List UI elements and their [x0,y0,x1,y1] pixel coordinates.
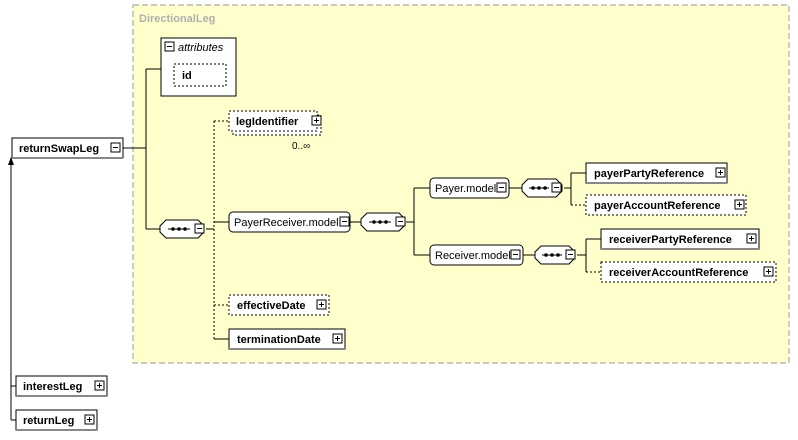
receiverAccountReference-label: receiverAccountReference [609,267,748,279]
root-label: returnSwapLeg [19,143,99,155]
receiverPartyReference-label: receiverPartyReference [609,234,732,246]
group-PayerReceiver-model[interactable]: PayerReceiver.model [228,211,351,233]
Receiver-model-label: Receiver.model [435,250,511,262]
derived-element-interestLeg[interactable]: interestLeg [15,375,108,397]
element-terminationDate[interactable]: terminationDate [228,328,346,350]
choice-compositor-payer[interactable] [521,178,563,198]
element-payerPartyReference[interactable]: payerPartyReference [585,162,728,184]
payerAccountReference-label: payerAccountReference [594,200,721,212]
payerPartyReference-label: payerPartyReference [594,168,704,180]
element-receiverPartyReference[interactable]: receiverPartyReference [600,228,760,250]
legIdentifier-multiplicity: 0..∞ [292,141,310,152]
attribute-id-label: id [182,70,192,82]
attribute-id-box[interactable] [173,63,227,87]
root-element-returnSwapLeg[interactable]: returnSwapLeg [11,137,124,159]
connector-lines [10,68,601,421]
effectiveDate-label: effectiveDate [237,300,305,312]
derived-element-returnLeg[interactable]: returnLeg [15,409,98,431]
element-payerAccountReference[interactable]: payerAccountReference [585,194,747,216]
terminationDate-label: terminationDate [237,334,321,346]
attributes-box: attributes id [160,37,237,97]
PayerReceiver-model-label: PayerReceiver.model [234,217,339,229]
legIdentifier-label: legIdentifier [236,116,299,128]
group-Receiver-model[interactable]: Receiver.model [429,244,524,266]
group-Payer-model[interactable]: Payer.model [429,177,510,199]
Payer-model-label: Payer.model [435,183,496,195]
returnLeg-label: returnLeg [23,415,74,427]
sequence-compositor-payer-receiver[interactable] [360,212,406,232]
attributes-header: attributes [178,42,224,54]
group-title: DirectionalLeg [139,13,215,25]
element-effectiveDate[interactable]: effectiveDate [228,294,330,316]
inheritance-arrow-icon [8,157,14,165]
interestLeg-label: interestLeg [23,381,82,393]
choice-compositor-receiver[interactable] [534,245,576,265]
element-receiverAccountReference[interactable]: receiverAccountReference [600,261,777,283]
sequence-compositor-root[interactable] [159,219,205,239]
element-legIdentifier[interactable]: legIdentifier [228,110,322,136]
